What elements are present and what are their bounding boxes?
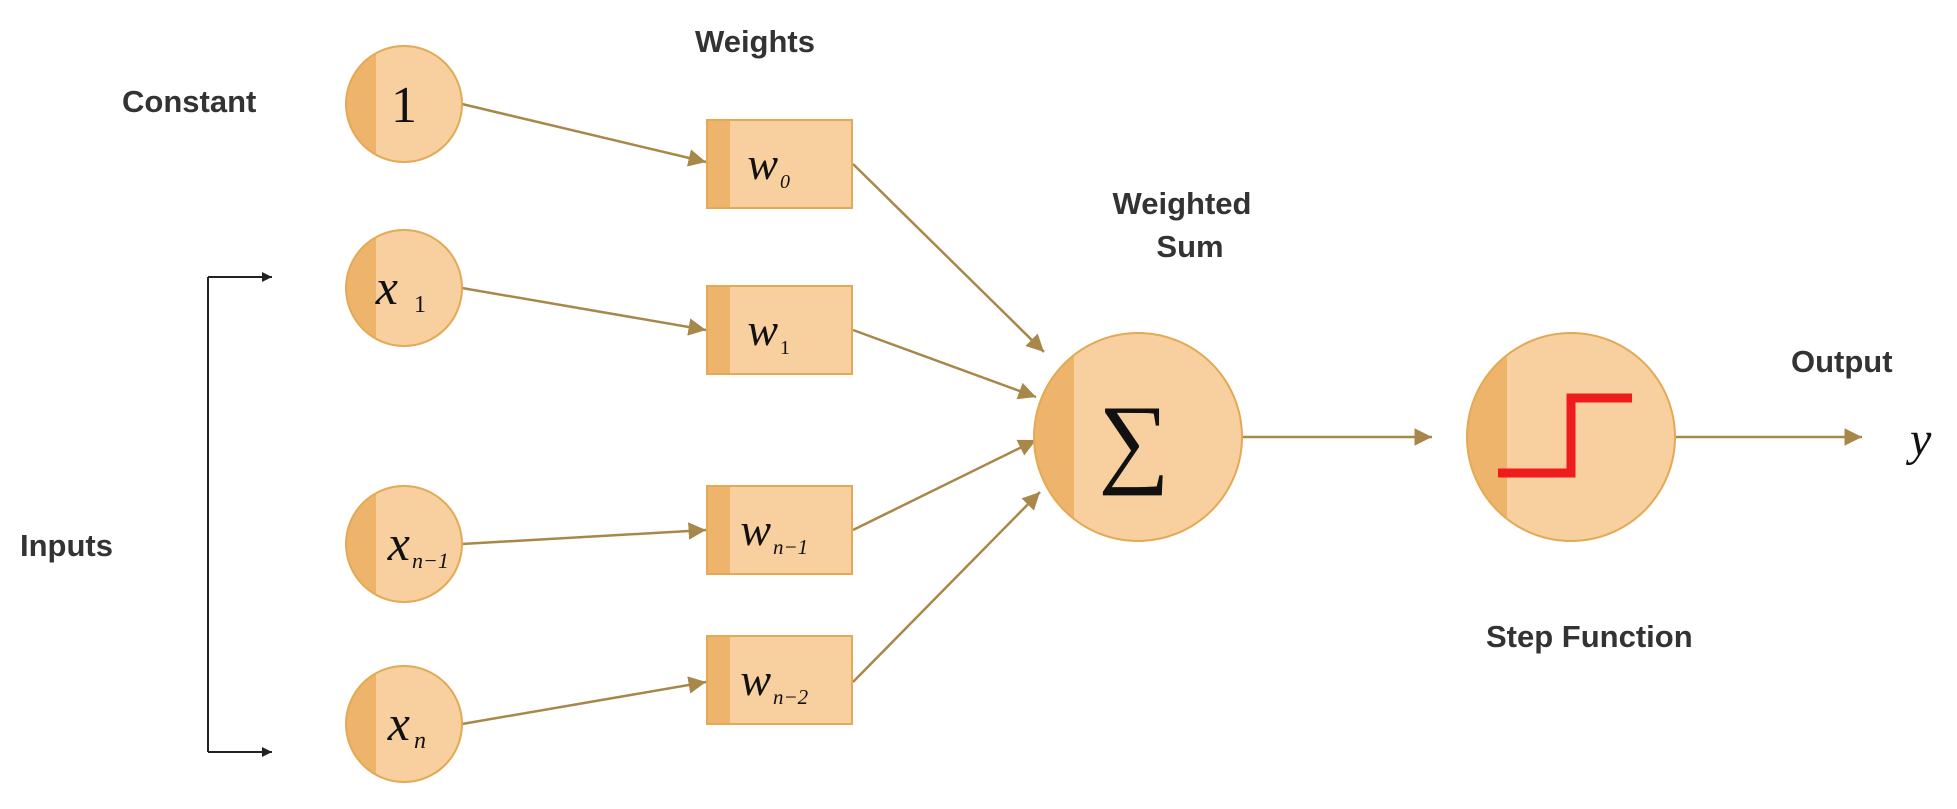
input-node-xn: x n xyxy=(345,665,463,783)
sigma-icon: ∑ xyxy=(1098,385,1169,496)
arrow-w0-to-sum xyxy=(852,163,1045,353)
constant-symbol: 1 xyxy=(391,77,417,134)
xn1-base: x xyxy=(387,515,410,571)
wn1-subscript: n−1 xyxy=(773,535,808,559)
arrow-xn1-to-wn1 xyxy=(461,522,707,546)
output-label: Output xyxy=(1791,344,1893,379)
weight-box-wn-minus-2: w n−2 xyxy=(706,635,853,725)
constant-node: 1 xyxy=(345,45,463,163)
inputs-label: Inputs xyxy=(20,528,113,563)
x1-subscript: 1 xyxy=(414,292,426,318)
weight-box-wn-minus-1: w n−1 xyxy=(706,485,853,575)
w0-subscript: 0 xyxy=(780,171,790,193)
wn2-base: w xyxy=(740,654,771,705)
w1-base: w xyxy=(747,304,778,355)
wn1-base: w xyxy=(740,504,771,555)
w0-base: w xyxy=(747,138,778,189)
inputs-bracket xyxy=(207,272,272,757)
w1-subscript: 1 xyxy=(780,337,790,359)
arrow-wn2-to-sum xyxy=(852,491,1041,683)
input-node-xn-minus-1: x n−1 xyxy=(345,485,463,603)
arrow-wn1-to-sum xyxy=(852,438,1037,532)
arrow-constant-to-w0 xyxy=(461,102,707,167)
weight-box-w1: w 1 xyxy=(706,285,853,375)
xn-base: x xyxy=(387,695,410,751)
xn-subscript: n xyxy=(414,728,426,754)
output-symbol: y xyxy=(1905,413,1932,466)
wn2-subscript: n−2 xyxy=(773,685,809,709)
step-function-label: Step Function xyxy=(1486,619,1693,654)
step-function-node xyxy=(1466,332,1676,542)
constant-label: Constant xyxy=(122,84,256,119)
xn1-subscript: n−1 xyxy=(412,548,449,573)
input-node-x1: x 1 xyxy=(345,229,463,347)
step-function-icon xyxy=(1498,393,1632,478)
weight-box-w0: w 0 xyxy=(706,119,853,209)
arrow-x1-to-w1 xyxy=(461,286,707,336)
weighted-sum-node: ∑ xyxy=(1033,332,1243,542)
weighted-sum-label-line1: Weighted xyxy=(1113,186,1252,221)
weighted-sum-label-line2: Sum xyxy=(1156,229,1223,264)
x1-base: x xyxy=(375,259,398,315)
arrow-w1-to-sum xyxy=(852,328,1037,400)
weights-label: Weights xyxy=(695,24,815,59)
arrow-xn-to-wn2 xyxy=(461,676,707,726)
